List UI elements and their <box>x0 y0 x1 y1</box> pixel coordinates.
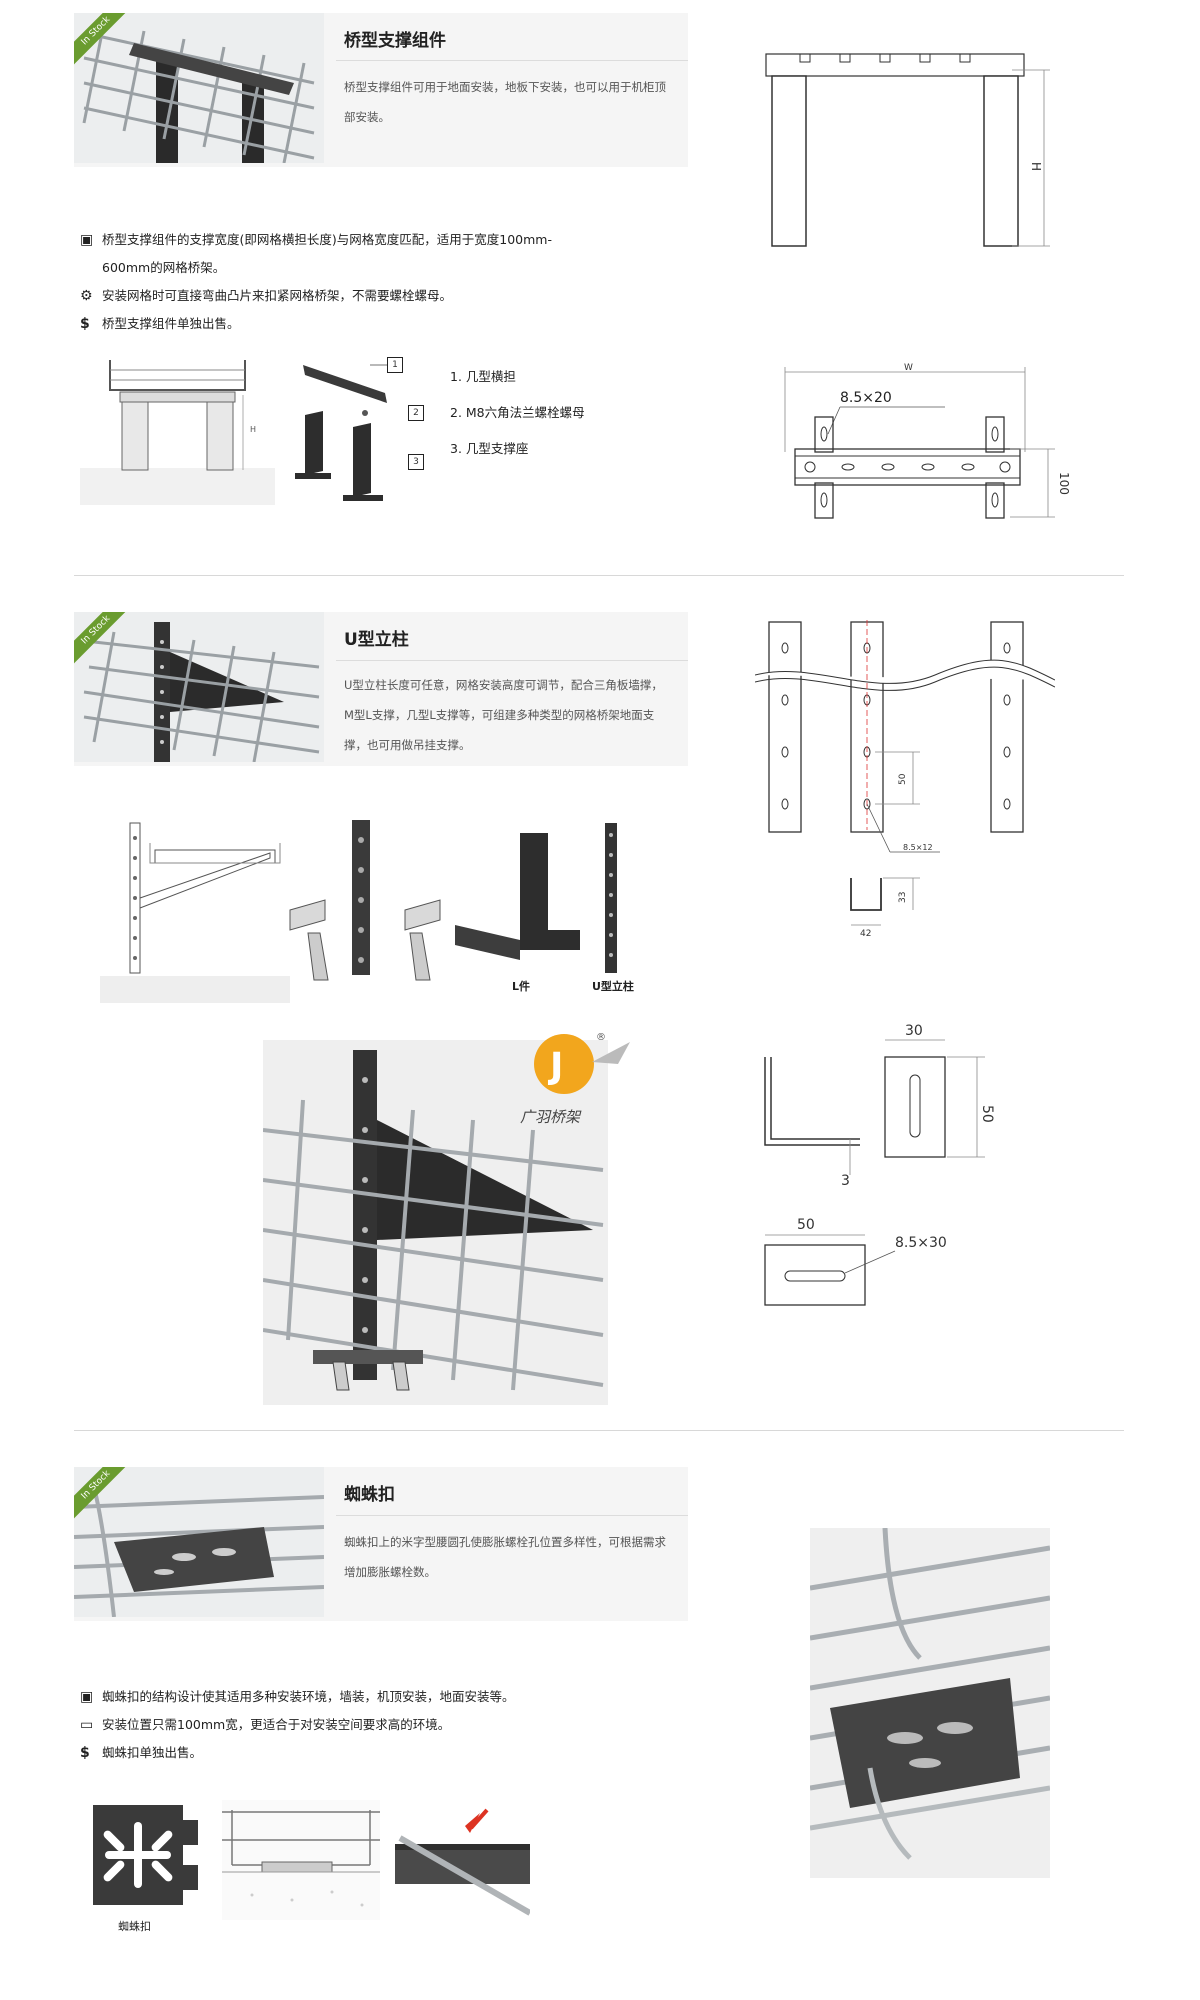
feature-item: ⚙ 安装网格时可直接弯曲凸片来扣紧网格桥架，不需要螺栓螺母。 <box>80 282 620 310</box>
drawing-100-label: 100 <box>1057 472 1071 495</box>
spider-clip-floor-install <box>222 1800 380 1920</box>
wall-mount-diagram <box>100 822 290 1003</box>
feature-item: ▣ 蜘蛛扣的结构设计使其适用多种安装环境，墙装，机顶安装，地面安装等。 <box>80 1683 730 1711</box>
u-column-assembly-photo <box>263 1040 608 1405</box>
dollar-icon: $ <box>80 316 90 332</box>
logo-reg-mark: ® <box>596 1032 606 1043</box>
l-part-label: L件 <box>512 980 531 993</box>
bridge-support-side-drawing: H <box>765 53 1050 247</box>
section2-title-rule <box>336 660 688 661</box>
drawing-33-label: 33 <box>898 892 908 903</box>
bridge-support-photo <box>74 13 324 163</box>
part-number-3: 3 <box>408 454 424 470</box>
feature-item: ▭ 安装位置只需100mm宽，更适合于对安装空间要求高的环境。 <box>80 1711 730 1739</box>
drawing-50c-label: 50 <box>797 1217 815 1233</box>
part-number-1: 1 <box>387 357 403 373</box>
spider-clip-photo <box>74 1467 324 1617</box>
spider-clip-product <box>93 1805 198 1905</box>
logo-text: 广羽桥架 <box>520 1108 582 1126</box>
spider-clip-label: 蜘蛛扣 <box>118 1920 151 1933</box>
spider-clip-clamp-detail <box>395 1808 530 1916</box>
section3-title-rule <box>336 1515 688 1516</box>
drawing-30-label: 30 <box>905 1023 923 1039</box>
u-column-label: U型立柱 <box>592 980 634 993</box>
section1-thumbnail: In Stock <box>74 13 324 163</box>
section3-description: 蜘蛛扣上的米字型腰圆孔使膨胀螺栓孔位置多样性，可根据需求 增加膨胀螺栓数。 <box>344 1535 666 1579</box>
drawing-hole-label: 8.5×12 <box>903 843 933 852</box>
part-label-1: 1. 几型横担 <box>450 369 516 384</box>
section3-title: 蜘蛛扣 <box>344 1485 395 1505</box>
drawing-3-label: 3 <box>841 1173 850 1189</box>
section2-title: U型立柱 <box>344 630 409 650</box>
section2-description: U型立柱长度可任意，网格安装高度可调节，配合三角板墙撑， M型L支撑，几型L支撑… <box>344 678 663 752</box>
section3-features: ▣ 蜘蛛扣的结构设计使其适用多种安装环境，墙装，机顶安装，地面安装等。 ▭ 安装… <box>80 1683 730 1767</box>
drawing-w-label: W <box>904 363 913 373</box>
u-column-photo <box>74 612 324 762</box>
drawing-slot-label: 8.5×20 <box>840 390 892 406</box>
drawing-42-label: 42 <box>860 929 871 939</box>
drawing-50-label: 50 <box>898 773 908 785</box>
section-divider <box>74 1430 1124 1431</box>
bridge-support-top-drawing: W 8.5×20 100 <box>784 363 1071 519</box>
section1-title: 桥型支撑组件 <box>344 31 446 51</box>
svg-text:J: J <box>547 1046 563 1087</box>
part-number-2: 2 <box>408 405 424 421</box>
u-column-parts-diagram <box>289 820 617 981</box>
drawing-h-label: H <box>1029 162 1043 171</box>
drawing-50b-label: 50 <box>979 1105 995 1123</box>
cabinet-icon: ▣ <box>80 1689 94 1705</box>
feature-item: ▣ 桥型支撑组件的支撑宽度(即网格横担长度)与网格宽度匹配，适用于宽度100mm… <box>80 226 620 282</box>
spider-clip-closeup-photo <box>810 1528 1050 1878</box>
drawing-slot30-label: 8.5×30 <box>895 1235 947 1251</box>
section1-title-rule <box>336 60 688 61</box>
installation-diagram: H <box>80 360 275 505</box>
section3-thumbnail: In Stock <box>74 1467 324 1617</box>
section2-thumbnail: In Stock <box>74 612 324 762</box>
section1-features: ▣ 桥型支撑组件的支撑宽度(即网格横担长度)与网格宽度匹配，适用于宽度100mm… <box>80 226 620 338</box>
section-divider <box>74 575 1124 576</box>
section1-description: 桥型支撑组件可用于地面安装，地板下安装，也可以用于机柜顶 部安装。 <box>344 80 666 124</box>
feature-item: $ 桥型支撑组件单独出售。 <box>80 310 620 338</box>
part-label-3: 3. 几型支撑座 <box>450 441 529 456</box>
laptop-icon: ▭ <box>80 1717 94 1733</box>
feature-item: $ 蜘蛛扣单独出售。 <box>80 1739 730 1767</box>
dollar-icon: $ <box>80 1745 90 1761</box>
side-h-label: H <box>250 425 256 434</box>
gear-icon: ⚙ <box>80 288 93 304</box>
l-part-drawing: 3 30 50 50 8.5×30 <box>764 1023 995 1306</box>
u-column-hole-drawing: 50 8.5×12 33 42 <box>755 620 1055 939</box>
exploded-parts-diagram <box>295 364 390 501</box>
part-label-2: 2. M8六角法兰螺栓螺母 <box>450 405 585 420</box>
cabinet-icon: ▣ <box>80 232 94 248</box>
guangyu-logo: J ® 广羽桥架 <box>520 1032 630 1126</box>
